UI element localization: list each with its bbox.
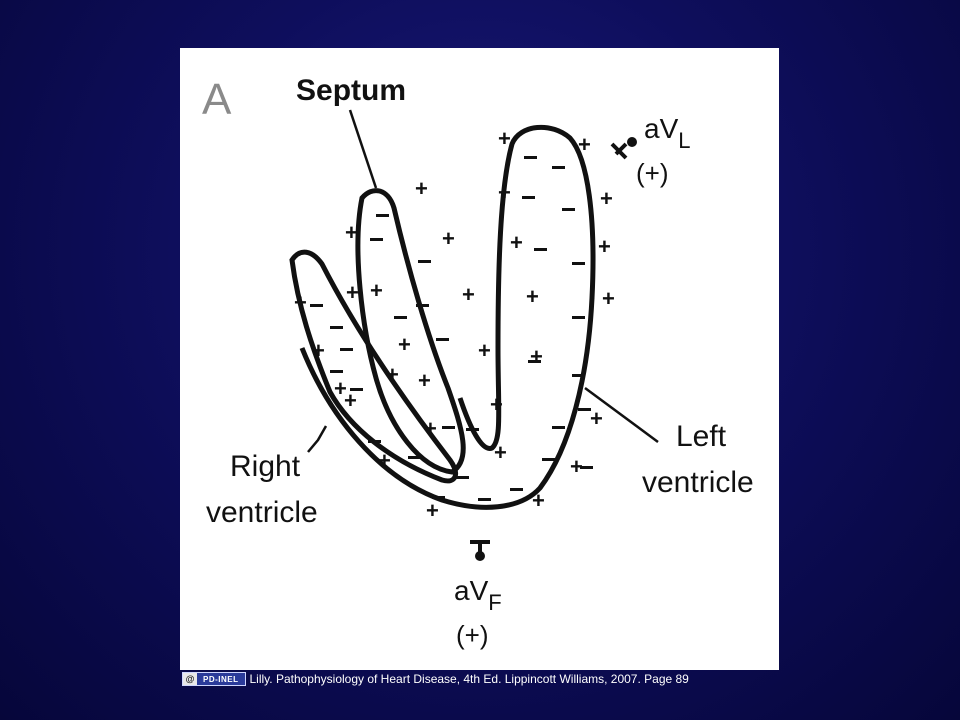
positive-charge-mark: + — [602, 286, 615, 311]
right-ventricle-wall — [289, 249, 459, 484]
positive-charge-mark: + — [462, 282, 475, 307]
positive-charge-mark: + — [442, 226, 455, 251]
positive-charge-mark: + — [370, 278, 383, 303]
positive-charge-mark: + — [526, 284, 539, 309]
septum-wall — [355, 188, 466, 475]
panel-letter: A — [202, 75, 232, 124]
negative-charge-mark — [310, 304, 323, 307]
positive-charge-mark: + — [334, 376, 347, 401]
positive-charge-mark: + — [386, 362, 399, 387]
negative-charge-mark — [432, 496, 445, 499]
left-ventricle-pointer — [584, 386, 659, 444]
septum-label: Septum — [296, 74, 406, 107]
positive-charge-mark: + — [494, 440, 507, 465]
license-symbol-icon: @ — [183, 673, 197, 685]
negative-charge-mark — [340, 348, 353, 351]
avl-polarity: (+) — [636, 158, 669, 188]
positive-charge-mark: + — [398, 332, 411, 357]
negative-charge-mark — [528, 360, 541, 363]
positive-charge-mark: + — [345, 220, 358, 245]
negative-charge-mark — [330, 326, 343, 329]
citation-text: Lilly. Pathophysiology of Heart Disease,… — [249, 672, 689, 686]
negative-charge-mark — [580, 466, 593, 469]
negative-charge-mark — [408, 456, 421, 459]
negative-charge-mark — [578, 408, 591, 411]
license-label: PD-INEL — [203, 674, 239, 684]
positive-charge-mark: + — [498, 126, 511, 151]
positive-charge-mark: + — [578, 132, 591, 157]
positive-charge-mark: + — [378, 448, 391, 473]
positive-charge-mark: + — [426, 498, 439, 523]
positive-charge-mark: + — [294, 290, 307, 315]
negative-charge-mark — [478, 498, 491, 501]
positive-charge-mark: + — [346, 280, 359, 305]
positive-charge-mark: + — [530, 344, 543, 369]
negative-charge-mark — [562, 208, 575, 211]
avl-lead-label: aVL — [644, 113, 691, 153]
negative-charge-mark — [416, 304, 429, 307]
positive-charge-mark: + — [312, 338, 325, 363]
negative-charge-mark — [572, 262, 585, 265]
negative-charge-mark — [572, 374, 585, 377]
left-ventricle-wall — [299, 124, 596, 510]
citation-footer: @ PD-INEL Lilly. Pathophysiology of Hear… — [182, 671, 689, 687]
septum-pointer — [348, 109, 378, 189]
negative-charge-mark — [442, 426, 455, 429]
right-ventricle-label-line2: ventricle — [206, 496, 318, 529]
negative-charge-mark — [522, 196, 535, 199]
positive-charge-mark: + — [590, 406, 603, 431]
positive-charge-mark: + — [532, 488, 545, 513]
avf-lead-label: aVF — [454, 575, 502, 615]
positive-charge-mark: + — [478, 338, 491, 363]
positive-charge-mark: + — [598, 234, 611, 259]
negative-charge-mark — [552, 426, 565, 429]
negative-charge-mark — [466, 428, 479, 431]
avf-electrode-icon — [470, 540, 490, 561]
positive-charge-mark: + — [600, 186, 613, 211]
negative-charge-mark — [370, 238, 383, 241]
negative-charge-mark — [330, 370, 343, 373]
left-ventricle-label-line2: ventricle — [642, 466, 754, 499]
avf-polarity: (+) — [456, 620, 489, 650]
right-ventricle-pointer — [307, 425, 328, 453]
positive-charge-mark: + — [344, 388, 357, 413]
charge-markers: +++++++++++++++++++++++++++++++ — [294, 126, 615, 523]
positive-charge-mark: + — [415, 176, 428, 201]
negative-charge-mark — [436, 338, 449, 341]
positive-charge-mark: + — [424, 416, 437, 441]
negative-charge-mark — [456, 476, 469, 479]
license-badge[interactable]: @ PD-INEL — [182, 672, 246, 686]
right-ventricle-label-line1: Right — [230, 450, 301, 483]
negative-charge-mark — [376, 214, 389, 217]
negative-charge-mark — [368, 440, 381, 443]
negative-charge-mark — [350, 388, 363, 391]
avl-electrode-icon — [610, 137, 637, 160]
positive-charge-mark: + — [570, 454, 583, 479]
positive-charge-mark: + — [510, 230, 523, 255]
negative-charge-mark — [418, 260, 431, 263]
negative-charge-mark — [542, 458, 555, 461]
negative-charge-mark — [552, 166, 565, 169]
positive-charge-mark: + — [418, 368, 431, 393]
negative-charge-mark — [534, 248, 547, 251]
negative-charge-mark — [394, 316, 407, 319]
negative-charge-mark — [572, 316, 585, 319]
diagram-panel: A Septum Right ventricle Left ventricle … — [180, 48, 779, 670]
negative-charge-mark — [510, 488, 523, 491]
negative-charge-mark — [524, 156, 537, 159]
positive-charge-mark: + — [490, 392, 503, 417]
heart-diagram: A Septum Right ventricle Left ventricle … — [202, 74, 754, 650]
left-ventricle-label-line1: Left — [676, 420, 727, 453]
positive-charge-mark: + — [498, 180, 511, 205]
